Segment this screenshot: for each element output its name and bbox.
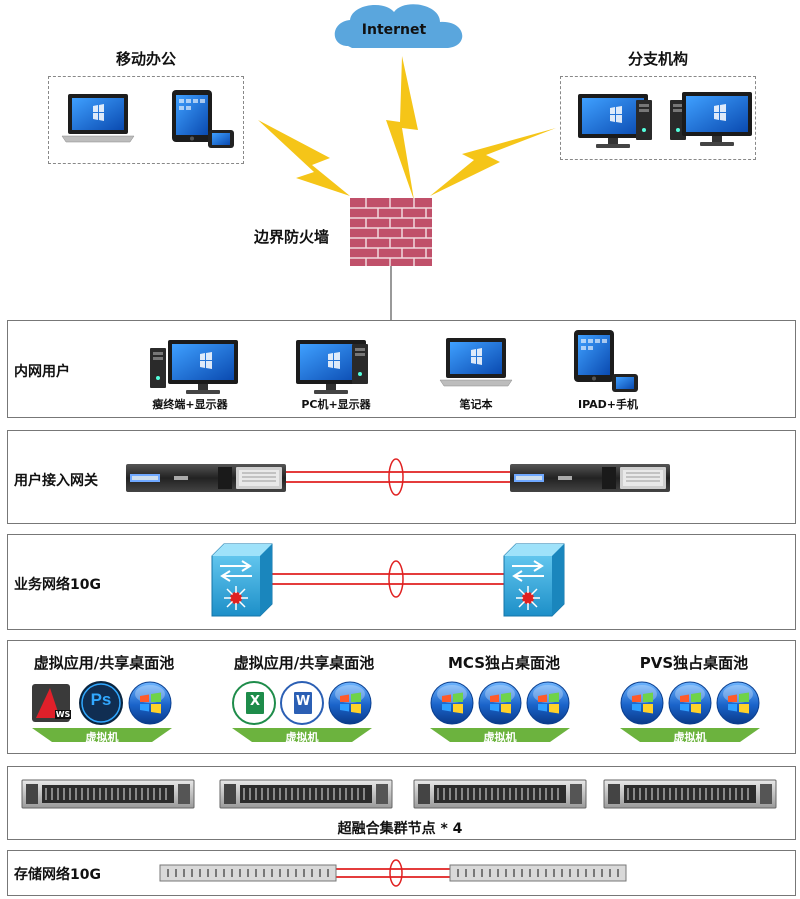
windows-icon	[668, 681, 712, 725]
switch-icon-left	[211, 543, 273, 617]
pool-title-4: PVS独占桌面池	[639, 654, 749, 672]
switch-bundle-ring	[388, 560, 404, 598]
cluster-label: 超融合集群节点 * 4	[337, 821, 463, 837]
intranet-title: 内网用户	[14, 364, 70, 380]
firewall-label: 边界防火墙	[254, 228, 330, 246]
windows-icon	[430, 681, 474, 725]
device-label-notebook: 笔记本	[459, 398, 493, 411]
device-label-ipad: IPAD+手机	[577, 398, 638, 411]
storage-title: 存储网络10G	[14, 867, 101, 883]
intranet-phone-icon	[612, 374, 638, 392]
lightning-icon-mobile	[258, 120, 350, 196]
storage-bundle-ring	[389, 859, 403, 887]
thin-client-monitor-icon	[168, 340, 238, 394]
gateway-title: 用户接入网关	[14, 473, 98, 489]
mobile-office-box	[48, 76, 244, 164]
windows-icon	[526, 681, 570, 725]
windows-icon	[328, 681, 372, 725]
switch-icon-right	[503, 543, 565, 617]
gateway-graphics	[125, 458, 671, 496]
vm-label-2: 虚拟机	[285, 731, 319, 744]
excel-label: X	[249, 694, 261, 709]
branch-box	[560, 76, 756, 160]
server-node-4	[603, 779, 777, 809]
thin-client-icon	[150, 348, 166, 388]
business-net-graphics	[211, 543, 565, 617]
internet-label: Internet	[361, 22, 427, 38]
business-net-title: 业务网络10G	[14, 577, 101, 593]
pool-title-2: 虚拟应用/共享桌面池	[233, 654, 375, 672]
wan-graphics	[61, 4, 752, 320]
notebook-icon	[439, 337, 513, 387]
word-icon	[280, 681, 324, 725]
gateway-device-left	[125, 463, 287, 493]
device-label-thin-client: 瘦终端+显示器	[152, 398, 228, 411]
pc-tower-icon	[352, 344, 368, 384]
server-node-1	[21, 779, 195, 809]
mobile-office-title: 移动办公	[115, 50, 176, 68]
storage-switch-right	[449, 864, 627, 882]
lightning-icon-branch	[430, 128, 556, 196]
gateway-device-right	[509, 463, 671, 493]
windows-icon	[478, 681, 522, 725]
word-label: W	[295, 694, 311, 709]
intranet-devices	[150, 330, 638, 394]
excel-icon	[232, 681, 276, 725]
server-node-2	[219, 779, 393, 809]
windows-icon	[620, 681, 664, 725]
link-bundle-ring	[388, 458, 404, 496]
server-node-3	[413, 779, 587, 809]
storage-switch-left	[159, 864, 337, 882]
windows-icon	[128, 681, 172, 725]
pool-title-3: MCS独占桌面池	[447, 654, 561, 672]
vm-label-3: 虚拟机	[483, 731, 517, 744]
lightning-icon-internet	[386, 56, 418, 200]
ps-label: Ps	[90, 690, 112, 709]
vm-label-1: 虚拟机	[85, 731, 119, 744]
device-label-pc: PC机+显示器	[301, 398, 371, 411]
internet-cloud	[334, 4, 463, 49]
photoshop-icon	[79, 681, 123, 725]
business-net-panel	[7, 534, 796, 630]
storage-graphics	[159, 859, 627, 887]
pool-title-1: 虚拟应用/共享桌面池	[33, 654, 175, 672]
vm-label-4: 虚拟机	[673, 731, 707, 744]
firewall-icon	[350, 198, 432, 266]
intranet-ipad-icon	[574, 330, 614, 382]
branch-title: 分支机构	[627, 50, 688, 68]
intranet-panel	[7, 320, 796, 418]
ws-badge: WS	[55, 710, 71, 719]
windows-icon	[716, 681, 760, 725]
